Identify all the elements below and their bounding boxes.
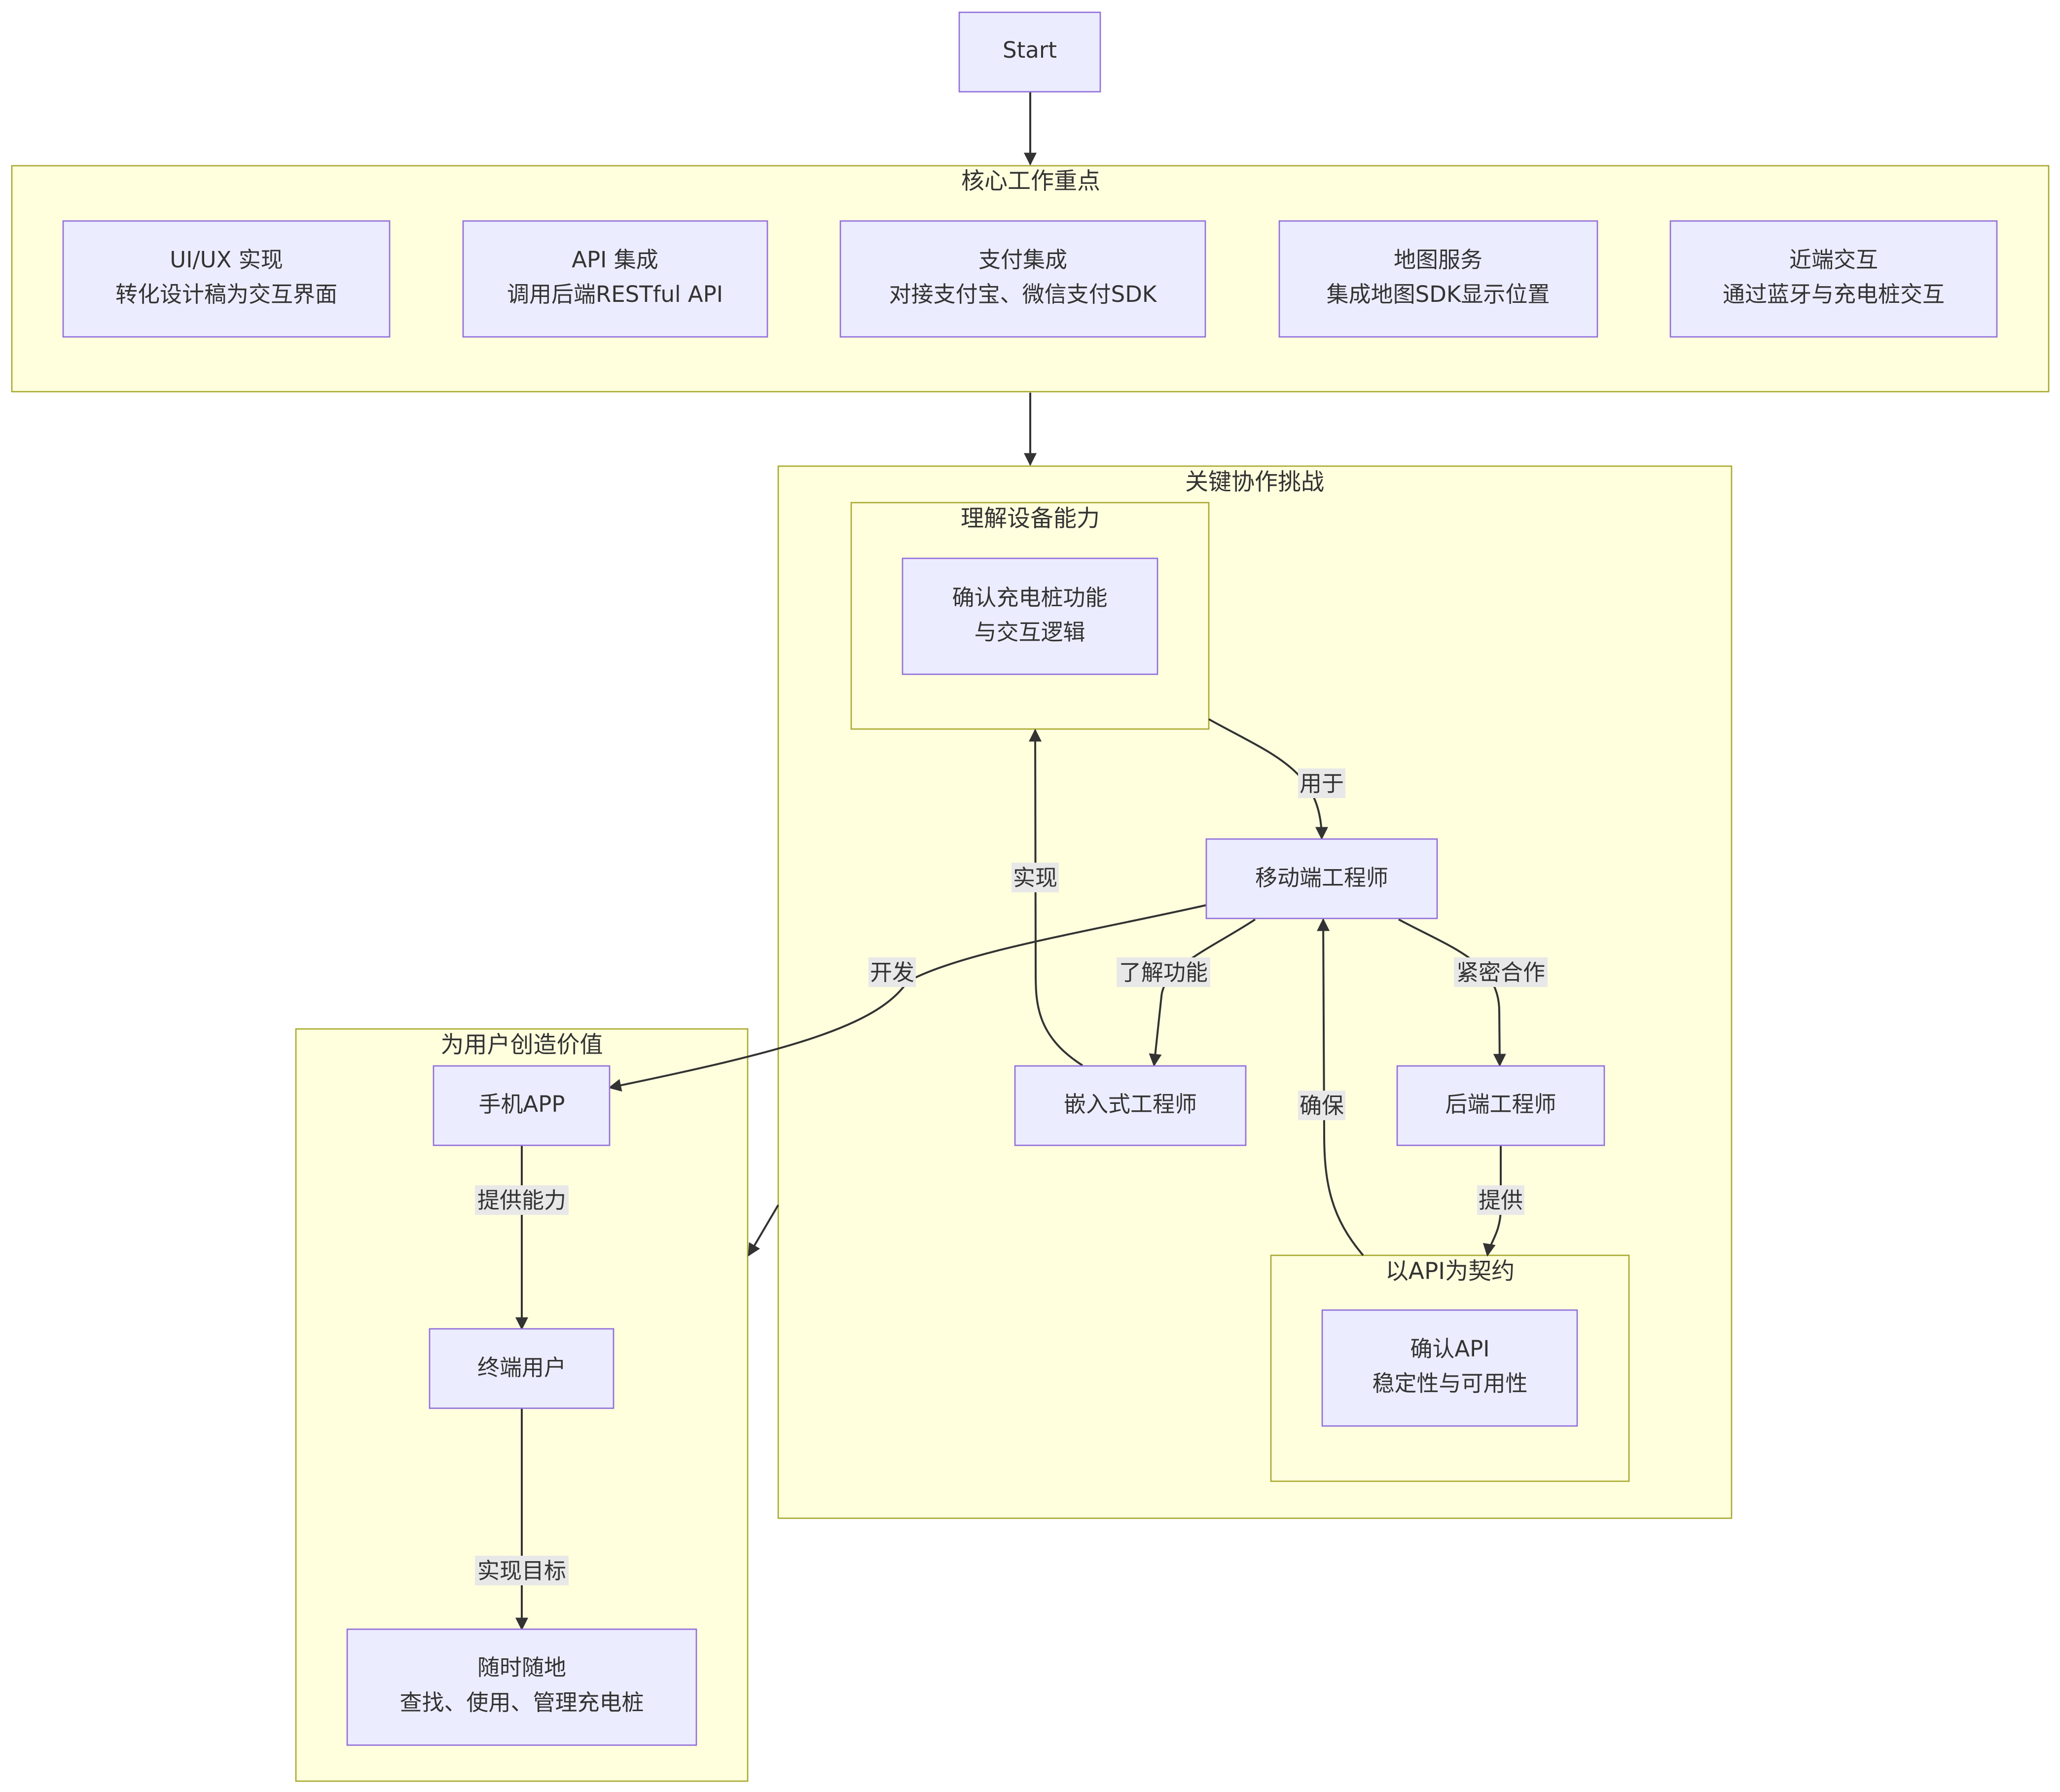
node-payment-integration: 支付集成 对接支付宝、微信支付SDK	[839, 220, 1206, 338]
svg-text:随时随地: 随时随地	[477, 1654, 566, 1681]
edge-label-understand: 了解功能	[1117, 957, 1210, 987]
edge-label-ensure: 确保	[1298, 1091, 1345, 1120]
cluster-value-title: 为用户创造价值	[441, 1031, 603, 1059]
svg-text:移动端工程师: 移动端工程师	[1255, 865, 1388, 891]
edge-label-develop: 开发	[868, 957, 916, 987]
svg-text:与交互逻辑: 与交互逻辑	[974, 619, 1085, 645]
svg-text:集成地图SDK显示位置: 集成地图SDK显示位置	[1327, 281, 1550, 307]
svg-text:用于: 用于	[1300, 770, 1344, 797]
svg-text:提供能力: 提供能力	[477, 1187, 566, 1213]
svg-text:对接支付宝、微信支付SDK: 对接支付宝、微信支付SDK	[889, 281, 1157, 307]
svg-text:调用后端RESTful API: 调用后端RESTful API	[507, 281, 723, 307]
edge-label-cooperate: 紧密合作	[1454, 957, 1548, 987]
node-uiux: UI/UX 实现 转化设计稿为交互界面	[62, 220, 391, 338]
svg-text:支付集成: 支付集成	[978, 247, 1067, 273]
edge-label-provide: 提供	[1477, 1185, 1524, 1215]
node-mobile-engineer: 移动端工程师	[1205, 838, 1438, 919]
svg-text:实现目标: 实现目标	[477, 1558, 566, 1584]
svg-text:确认充电桩功能: 确认充电桩功能	[952, 585, 1107, 611]
svg-text:终端用户: 终端用户	[477, 1354, 566, 1381]
svg-text:开发: 开发	[870, 959, 914, 986]
svg-text:了解功能: 了解功能	[1119, 959, 1208, 986]
edge-label-implement: 实现	[1012, 863, 1059, 892]
svg-text:嵌入式工程师: 嵌入式工程师	[1064, 1091, 1197, 1117]
svg-text:查找、使用、管理充电桩: 查找、使用、管理充电桩	[399, 1689, 644, 1716]
node-confirm-charger-function: 确认充电桩功能 与交互逻辑	[902, 557, 1158, 675]
svg-text:手机APP: 手机APP	[478, 1091, 565, 1117]
node-map-service: 地图服务 集成地图SDK显示位置	[1278, 220, 1598, 338]
edge-embedded-to-device	[1029, 729, 1084, 1066]
edge-label-use-for: 用于	[1298, 768, 1345, 798]
svg-text:近端交互: 近端交互	[1789, 247, 1878, 273]
cluster-core-title: 核心工作重点	[961, 168, 1100, 195]
node-confirm-api: 确认API 稳定性与可用性	[1321, 1309, 1578, 1427]
svg-text:稳定性与可用性: 稳定性与可用性	[1372, 1370, 1527, 1396]
edge-device-to-mobile	[1208, 718, 1328, 840]
edge-api-to-mobile	[1317, 918, 1364, 1256]
edge-collab-to-value	[748, 1204, 779, 1257]
cluster-device-title: 理解设备能力	[961, 505, 1100, 532]
node-backend-engineer: 后端工程师	[1396, 1065, 1605, 1146]
node-start: Start	[958, 11, 1101, 93]
node-end-user: 终端用户	[429, 1328, 614, 1409]
svg-text:确认API: 确认API	[1410, 1336, 1489, 1362]
node-api-integration: API 集成 调用后端RESTful API	[462, 220, 768, 338]
svg-text:后端工程师: 后端工程师	[1445, 1091, 1556, 1117]
node-proximity-interaction: 近端交互 通过蓝牙与充电桩交互	[1669, 220, 1998, 338]
svg-text:确保: 确保	[1300, 1093, 1344, 1119]
node-anytime-anywhere: 随时随地 查找、使用、管理充电桩	[346, 1628, 697, 1746]
svg-text:转化设计稿为交互界面: 转化设计稿为交互界面	[115, 281, 337, 307]
svg-text:UI/UX 实现: UI/UX 实现	[170, 247, 283, 273]
cluster-api-title: 以API为契约	[1385, 1258, 1515, 1285]
svg-text:API 集成: API 集成	[572, 247, 658, 273]
svg-text:Start: Start	[1003, 37, 1057, 63]
node-embedded-engineer: 嵌入式工程师	[1014, 1065, 1247, 1146]
svg-text:地图服务: 地图服务	[1394, 247, 1482, 273]
cluster-collab-title: 关键协作挑战	[1185, 469, 1324, 496]
svg-text:紧密合作: 紧密合作	[1456, 959, 1545, 986]
svg-text:提供: 提供	[1479, 1187, 1523, 1213]
node-mobile-app: 手机APP	[433, 1065, 611, 1146]
svg-text:通过蓝牙与充电桩交互: 通过蓝牙与充电桩交互	[1723, 281, 1945, 307]
edge-label-provide-capability: 提供能力	[475, 1185, 569, 1215]
svg-text:实现: 实现	[1013, 865, 1057, 891]
edge-label-achieve-goal: 实现目标	[475, 1556, 569, 1585]
